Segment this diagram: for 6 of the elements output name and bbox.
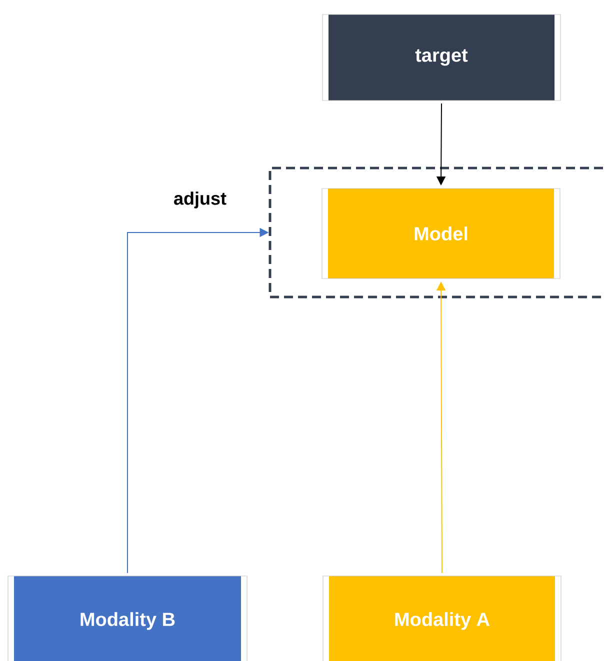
model-box: Model bbox=[322, 188, 560, 279]
target-box: target bbox=[322, 14, 561, 101]
modality-box: Modality A bbox=[322, 576, 562, 661]
modality-box: Modality B bbox=[8, 576, 248, 661]
edge-label: adjust bbox=[172, 190, 228, 210]
dashed-frame bbox=[268, 166, 605, 298]
